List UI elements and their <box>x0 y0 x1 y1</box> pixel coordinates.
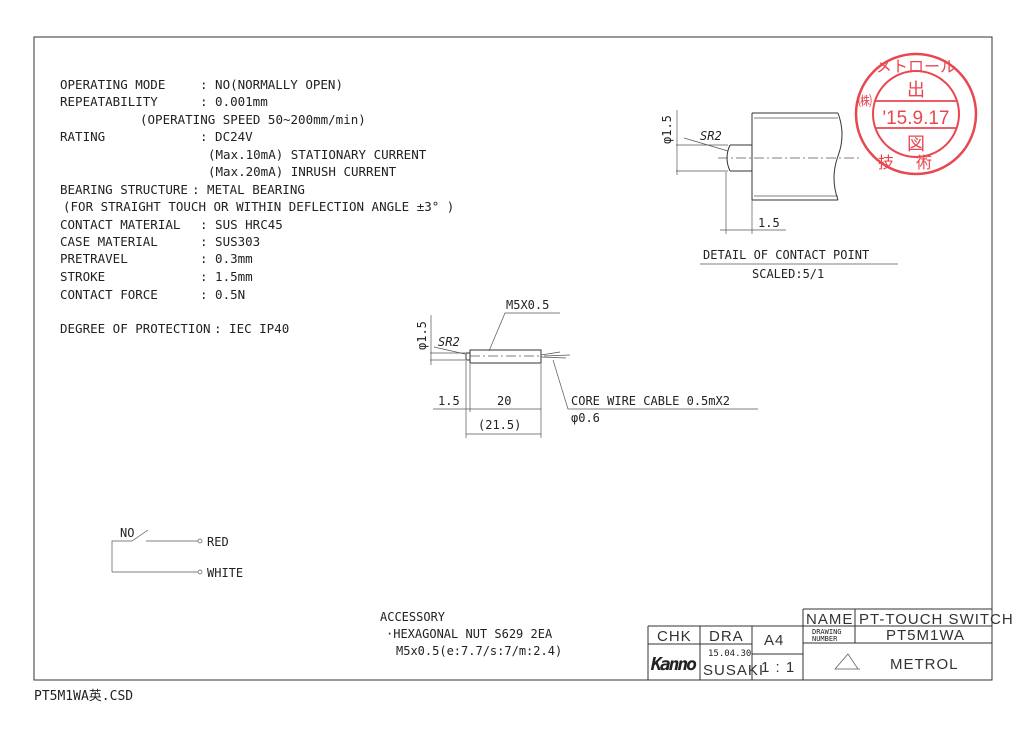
drawing-number: PT5M1WA <box>886 627 965 644</box>
sheet-size: A4 <box>764 632 784 649</box>
accessory-title: ACCESSORY <box>380 610 446 624</box>
detail-scale: SCALED:5/1 <box>752 267 824 281</box>
drawing-scale: 1 : 1 <box>761 659 795 676</box>
spec-value: : 0.001mm <box>200 94 268 109</box>
spec-label: STROKE <box>60 269 105 284</box>
spec-label: REPEATABILITY <box>60 94 158 109</box>
accessory-note: ACCESSORY ·HEXAGONAL NUT S629 2EA M5x0.5… <box>380 610 562 658</box>
spec-value: : IEC IP40 <box>214 321 289 336</box>
stamp-label-top: 出 <box>907 80 925 100</box>
name-label: NAME <box>806 611 853 628</box>
switch-label: NO <box>120 526 134 540</box>
main-radius-label: SR2 <box>438 335 460 349</box>
detail-body-outline <box>751 112 838 201</box>
drawing-number-label: NUMBER <box>812 635 838 643</box>
spec-value: (OPERATING SPEED 50~200mm/min) <box>140 112 366 127</box>
cable-leader <box>552 359 758 410</box>
accessory-line-1: ·HEXAGONAL NUT S629 2EA <box>386 627 553 641</box>
spec-label: CONTACT FORCE <box>60 287 158 302</box>
spec-label: OPERATING MODE <box>60 77 165 92</box>
contact-tip <box>465 352 471 361</box>
main-view: M5X0.5 φ1.5 SR2 1.5 20 (21.5) CORE WIRE … <box>415 298 758 438</box>
stamp-company: メトロール <box>876 59 956 76</box>
title-block: CHK DRA A4 Kanno 15.04.30 SUSAKI 1 : 1 N… <box>647 608 1014 680</box>
spec-value: : SUS HRC45 <box>200 217 283 232</box>
thread-leader <box>488 312 560 352</box>
dra-label: DRA <box>709 628 744 645</box>
spec-label: RATING <box>60 129 105 144</box>
stamp-department: 技術 <box>878 154 954 172</box>
circuit-diagram: NO RED WHITE <box>111 526 243 580</box>
spec-value: : 0.3mm <box>200 251 253 266</box>
tip-length-label: 1.5 <box>438 394 460 408</box>
company-name: METROL <box>890 656 959 673</box>
spec-label: BEARING STRUCTURE <box>60 182 188 197</box>
spec-label: DEGREE OF PROTECTION <box>60 321 211 336</box>
spec-value: : SUS303 <box>200 234 260 249</box>
approval-stamp: メトロール 出 '15.9.17 図 ㈱ 技術 <box>854 52 978 176</box>
drafter-name: SUSAKI <box>703 662 764 679</box>
spec-value: : METAL BEARING <box>192 182 305 197</box>
part-name: PT-TOUCH SWITCH <box>859 611 1014 628</box>
spec-label: CASE MATERIAL <box>60 234 158 249</box>
spec-value: : 0.5N <box>200 287 245 302</box>
detail-break-line <box>833 112 843 201</box>
drawing-number-label: DRAWING <box>812 628 842 636</box>
accessory-line-2: M5x0.5(e:7.7/s:7/m:2.4) <box>396 644 562 658</box>
chk-label: CHK <box>657 628 692 645</box>
spec-value: : 1.5mm <box>200 269 253 284</box>
stamp-label-bottom: 図 <box>907 134 925 154</box>
checker-signature: Kanno <box>650 654 697 675</box>
detail-dia-label: φ1.5 <box>660 115 674 144</box>
detail-contact-point: φ1.5 SR2 1.5 DETAIL OF CONTACT POINT SCA… <box>660 110 898 281</box>
total-length-label: (21.5) <box>478 418 521 432</box>
thread-label: M5X0.5 <box>506 298 549 312</box>
spec-label: PRETRAVEL <box>60 251 128 266</box>
body-length-label: 20 <box>497 394 511 408</box>
main-dia-label: φ1.5 <box>415 321 429 350</box>
stamp-date: '15.9.17 <box>882 108 949 129</box>
spec-value: : NO(NORMALLY OPEN) <box>200 77 343 92</box>
spec-value: (FOR STRAIGHT TOUCH OR WITHIN DEFLECTION… <box>63 199 454 214</box>
spec-value: : DC24V <box>200 129 253 144</box>
stamp-left: ㈱ <box>858 93 872 109</box>
file-name: PT5M1WA英.CSD <box>34 689 133 704</box>
wire-red-label: RED <box>207 535 229 549</box>
specifications: OPERATING MODE : NO(NORMALLY OPEN) REPEA… <box>60 77 454 336</box>
spec-value: (Max.10mA) STATIONARY CURRENT <box>208 147 427 162</box>
cable-label: CORE WIRE CABLE 0.5mX2 <box>571 394 730 408</box>
detail-length-label: 1.5 <box>758 216 780 230</box>
spec-value: (Max.20mA) INRUSH CURRENT <box>208 164 397 179</box>
spec-label: CONTACT MATERIAL <box>60 217 180 232</box>
detail-radius-label: SR2 <box>700 129 722 143</box>
switch-body <box>469 349 542 364</box>
detail-title: DETAIL OF CONTACT POINT <box>703 248 869 262</box>
sheet-border <box>33 36 993 681</box>
cable-dia-label: φ0.6 <box>571 411 600 425</box>
circuit-lines <box>111 529 198 573</box>
cable-wires <box>540 351 571 359</box>
wire-white-label: WHITE <box>207 566 243 580</box>
company-logo-icon <box>834 653 860 670</box>
draw-date: 15.04.30 <box>708 649 751 659</box>
